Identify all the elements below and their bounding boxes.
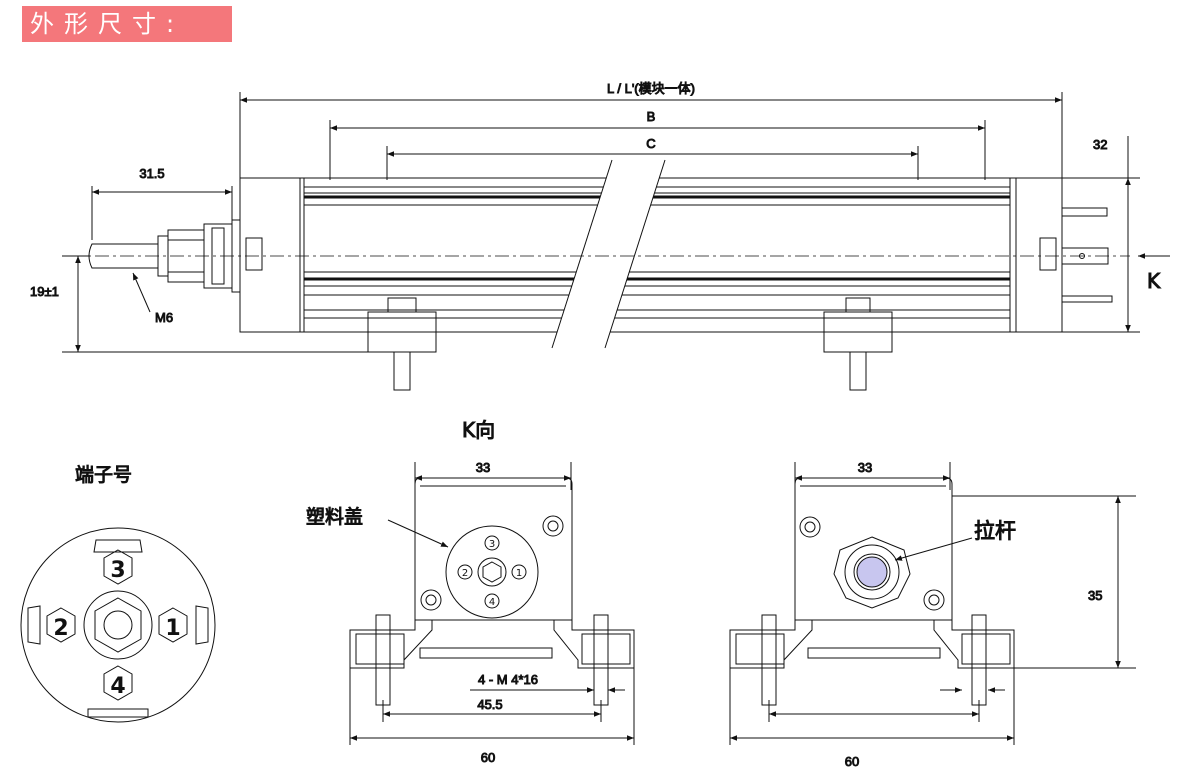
pin-1: 1 (158, 607, 188, 643)
end-view-right-dimensions (729, 462, 1136, 745)
sensor-side-view (70, 92, 1130, 391)
svg-text:3: 3 (110, 558, 125, 583)
height-label: 19±1 (30, 284, 59, 299)
svg-text:3: 3 (489, 539, 495, 550)
dim-c-label: C (646, 136, 655, 151)
section-title-banner: 外形尺寸: (22, 6, 232, 42)
top-view-dimensions (62, 97, 1170, 353)
pull-rod-label: 拉杆 (974, 519, 1016, 543)
plastic-cover-label: 塑料盖 (306, 506, 363, 528)
k-view-title: K向 (462, 418, 495, 442)
end-view-left-inner-dim: 45.5 (477, 697, 502, 712)
svg-text:4: 4 (489, 597, 495, 608)
end-view-right-bottom-dim: 60 (845, 754, 859, 769)
pin-2: 2 (46, 607, 76, 643)
end-view-left-bottom-dim: 60 (481, 750, 495, 765)
svg-text:1: 1 (165, 616, 180, 641)
svg-text:2: 2 (53, 616, 68, 641)
pin-4: 4 (103, 665, 133, 701)
terminal-pin-diagram: 3 2 1 4 (20, 527, 216, 723)
svg-text:1: 1 (516, 568, 522, 579)
end-view-rod-side (729, 477, 1015, 706)
end-view-right-top-dim: 33 (858, 460, 872, 475)
dim-b-label: B (647, 109, 656, 124)
overall-length-label: L / L'(模块一体) (607, 81, 695, 96)
end-view-left-dimensions (349, 462, 635, 745)
screw-spec-label: 4 - M 4*16 (478, 672, 538, 687)
pin-3: 3 (103, 549, 133, 585)
end-view-right-height-dim: 35 (1088, 588, 1102, 603)
connector-dim-label: 32 (1093, 137, 1107, 152)
view-arrow-k-label: K (1147, 269, 1161, 293)
thread-label: M6 (155, 310, 173, 325)
end-view-left-top-dim: 33 (476, 460, 490, 475)
rod-length-label: 31.5 (139, 166, 164, 181)
terminal-title: 端子号 (75, 464, 132, 486)
svg-text:2: 2 (462, 568, 468, 579)
end-view-connector-side: 3 2 1 4 (349, 477, 635, 706)
svg-text:4: 4 (110, 674, 125, 699)
